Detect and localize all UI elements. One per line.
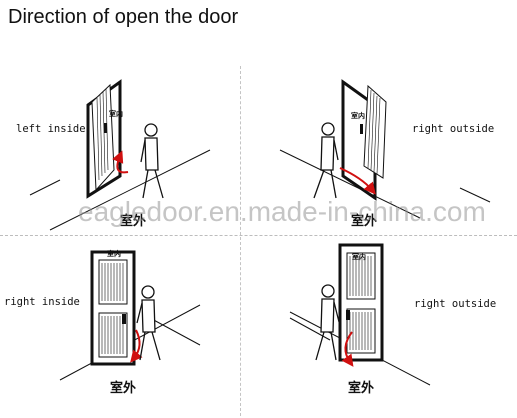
watermark: eagledoor.en.made-in-china.com [78, 196, 486, 227]
outer-label-top-right: 室外 [351, 214, 378, 229]
inner-label-bottom-right: 室内 [352, 253, 366, 261]
panel-top-left-drawing [29, 79, 211, 231]
outer-label-bottom-left: 室外 [110, 381, 137, 396]
outer-label-top-left: 室外 [120, 214, 147, 229]
panel-bottom-left-drawing [59, 250, 201, 381]
panel-top-right-drawing [279, 79, 491, 219]
label-right-outside-top: right outside [412, 123, 495, 135]
page-title: Direction of open the door [8, 6, 239, 28]
label-right-inside: right inside [4, 296, 80, 308]
label-right-outside-bottom: right outside [414, 298, 497, 310]
inner-label-top-right: 室内 [351, 112, 365, 120]
inner-label-top-left: 室内 [109, 110, 123, 118]
outer-label-bottom-right: 室外 [348, 381, 375, 396]
vertical-divider [240, 66, 241, 416]
panel-bottom-right-drawing [289, 243, 431, 386]
label-left-inside: left inside [16, 123, 86, 135]
inner-label-bottom-left: 室内 [107, 250, 121, 258]
horizontal-divider [0, 235, 517, 236]
